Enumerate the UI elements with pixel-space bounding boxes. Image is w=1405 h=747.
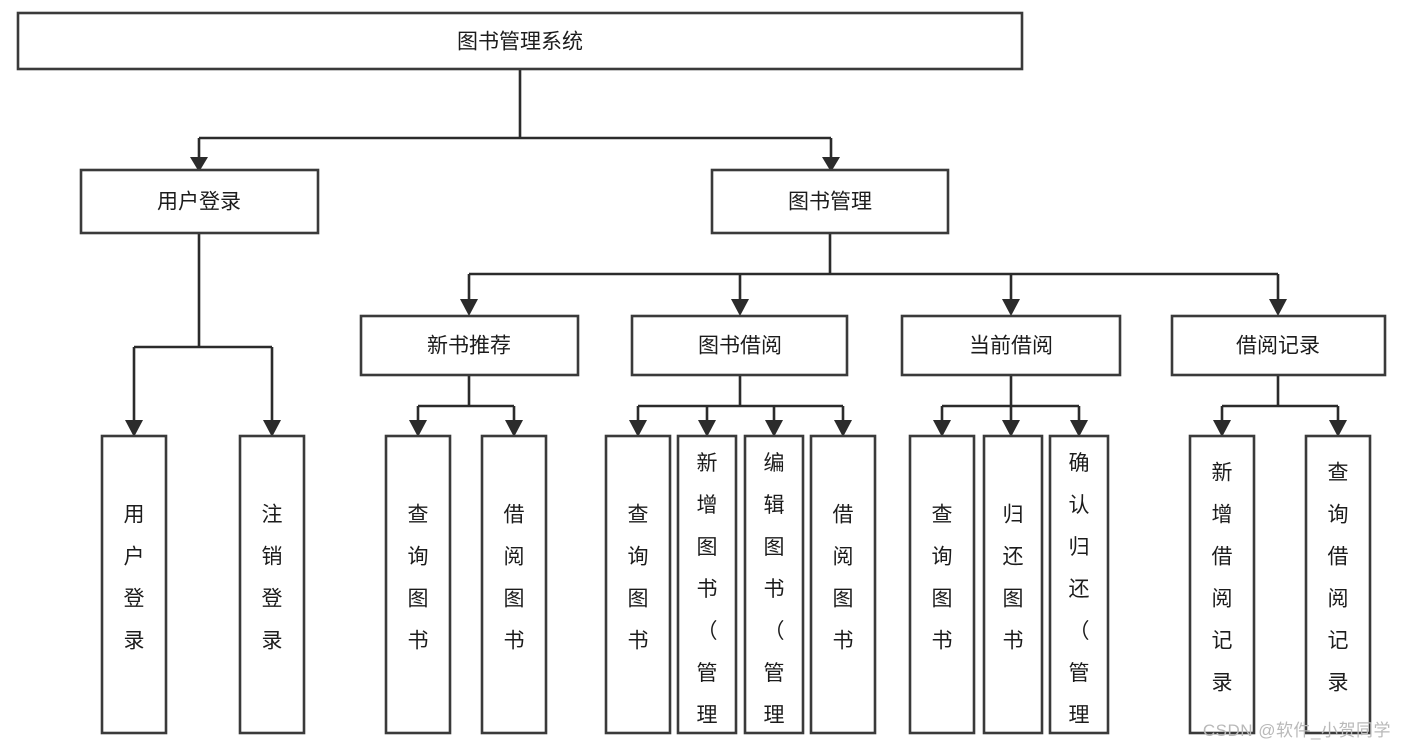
- arrowhead-leaf-confirm-return: [1070, 420, 1088, 437]
- leaf-edit-book-box[interactable]: [743, 434, 805, 735]
- arrowhead-leaf-user-login: [125, 420, 143, 437]
- arrowhead-leaf-edit-book: [765, 420, 783, 437]
- node-borrow-record[interactable]: 借阅记录: [1170, 314, 1387, 377]
- edge-userlogin-trunk: [132, 233, 274, 422]
- leaf-confirm-return-label: 确认归还（管理员）: [1069, 452, 1090, 747]
- leaf-add-book-box[interactable]: [676, 434, 738, 735]
- leaf-query-book-3-label: 查询图书: [932, 504, 953, 653]
- arrowhead-borrow-record: [1269, 299, 1287, 316]
- leaf-borrow-book-1-label: 借阅图书: [504, 504, 525, 653]
- leaf-confirm-return[interactable]: 确认归还（管理员）: [1048, 434, 1110, 747]
- arrowhead-leaf-query-book-1: [409, 420, 427, 437]
- leaf-node-layer: 用户登录 注销登录 查询图书 借阅图书 查询图书 新增图书（管理员） 编辑图书（管理员） 借阅…: [100, 434, 1372, 747]
- arrowhead-new-book-rec: [460, 299, 478, 316]
- leaf-query-book-2[interactable]: 查询图书: [604, 434, 672, 735]
- leaf-query-book-1[interactable]: 查询图书: [384, 434, 452, 735]
- leaf-borrow-book-2-label: 借阅图书: [833, 504, 854, 653]
- leaf-add-record[interactable]: 新增借阅记录: [1188, 434, 1256, 735]
- node-book-manage[interactable]: 图书管理: [710, 168, 950, 235]
- arrowhead-current-borrow: [1002, 299, 1020, 316]
- leaf-confirm-return-box[interactable]: [1048, 434, 1110, 735]
- leaf-query-book-3-box[interactable]: [908, 434, 976, 735]
- leaf-return-book-box[interactable]: [982, 434, 1044, 735]
- leaf-logout-label: 注销登录: [262, 504, 283, 653]
- node-new-book-recommend-box[interactable]: [359, 314, 580, 377]
- arrowhead-leaf-add-record: [1213, 420, 1231, 437]
- node-user-login-box[interactable]: [79, 168, 320, 235]
- leaf-edit-book[interactable]: 编辑图书（管理员）: [743, 434, 805, 747]
- arrowhead-leaf-borrow-book-1: [505, 420, 523, 437]
- leaf-query-book-2-box[interactable]: [604, 434, 672, 735]
- edge-bookmanage-trunk: [467, 233, 1280, 300]
- node-new-book-recommend-label: 新书推荐: [427, 335, 511, 358]
- leaf-query-book-1-label: 查询图书: [408, 504, 429, 653]
- leaf-query-record[interactable]: 查询借阅记录: [1304, 434, 1372, 735]
- arrowhead-leaf-query-book-3: [933, 420, 951, 437]
- node-root[interactable]: 图书管理系统: [16, 11, 1024, 71]
- arrowhead-leaf-logout: [263, 420, 281, 437]
- leaf-borrow-book-2-box[interactable]: [809, 434, 877, 735]
- leaf-add-record-label: 新增借阅记录: [1212, 462, 1233, 695]
- node-book-borrow-label: 图书借阅: [698, 335, 782, 358]
- leaf-return-book-label: 归还图书: [1003, 504, 1024, 653]
- node-current-borrow-label: 当前借阅: [969, 335, 1053, 358]
- connector-layer: [125, 69, 1347, 437]
- node-root-box[interactable]: [16, 11, 1024, 71]
- edge-root-trunk: [197, 69, 833, 157]
- leaf-edit-book-label: 编辑图书（管理员）: [764, 452, 785, 747]
- node-user-login-label: 用户登录: [157, 191, 241, 214]
- edge-borrowrecord-trunk: [1220, 375, 1340, 422]
- node-book-borrow[interactable]: 图书借阅: [630, 314, 849, 377]
- leaf-user-login-label: 用户登录: [124, 504, 145, 653]
- node-borrow-record-label: 借阅记录: [1236, 335, 1320, 358]
- edge-newbook-trunk: [416, 375, 516, 422]
- leaf-add-book[interactable]: 新增图书（管理员）: [676, 434, 738, 747]
- leaf-user-login-box[interactable]: [100, 434, 168, 735]
- arrowhead-leaf-query-book-2: [629, 420, 647, 437]
- node-book-borrow-box[interactable]: [630, 314, 849, 377]
- leaf-query-book-1-box[interactable]: [384, 434, 452, 735]
- edge-currentborrow-trunk: [940, 375, 1081, 422]
- arrowhead-leaf-query-record: [1329, 420, 1347, 437]
- edge-bookborrow-trunk: [636, 375, 845, 422]
- leaf-query-record-box[interactable]: [1304, 434, 1372, 735]
- arrowhead-user-login: [190, 157, 208, 172]
- node-current-borrow-box[interactable]: [900, 314, 1122, 377]
- leaf-user-login[interactable]: 用户登录: [100, 434, 168, 735]
- leaf-borrow-book-1-box[interactable]: [480, 434, 548, 735]
- leaf-query-book-2-label: 查询图书: [628, 504, 649, 653]
- node-borrow-record-box[interactable]: [1170, 314, 1387, 377]
- arrowhead-leaf-borrow-book-2: [834, 420, 852, 437]
- node-new-book-recommend[interactable]: 新书推荐: [359, 314, 580, 377]
- arrowhead-leaf-return-book: [1002, 420, 1020, 437]
- node-root-label: 图书管理系统: [457, 31, 583, 54]
- leaf-query-record-label: 查询借阅记录: [1328, 462, 1349, 695]
- leaf-return-book[interactable]: 归还图书: [982, 434, 1044, 735]
- leaf-query-book-3[interactable]: 查询图书: [908, 434, 976, 735]
- leaf-add-record-box[interactable]: [1188, 434, 1256, 735]
- arrowhead-book-borrow: [731, 299, 749, 316]
- leaf-add-book-label: 新增图书（管理员）: [697, 452, 718, 747]
- leaf-logout-box[interactable]: [238, 434, 306, 735]
- node-user-login[interactable]: 用户登录: [79, 168, 320, 235]
- node-book-manage-label: 图书管理: [788, 191, 872, 214]
- leaf-borrow-book-1[interactable]: 借阅图书: [480, 434, 548, 735]
- node-book-manage-box[interactable]: [710, 168, 950, 235]
- leaf-borrow-book-2[interactable]: 借阅图书: [809, 434, 877, 735]
- node-current-borrow[interactable]: 当前借阅: [900, 314, 1122, 377]
- leaf-logout[interactable]: 注销登录: [238, 434, 306, 735]
- arrowhead-book-manage: [822, 157, 840, 172]
- arrowhead-leaf-add-book: [698, 420, 716, 437]
